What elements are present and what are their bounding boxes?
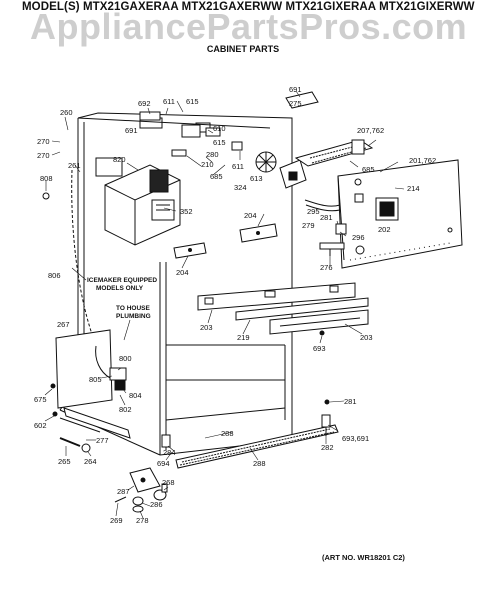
- note-house-line2: PLUMBING: [116, 313, 151, 320]
- label-214: 214: [407, 184, 420, 193]
- label-277: 277: [96, 436, 109, 445]
- label-282: 282: [321, 443, 334, 452]
- label-268: 268: [162, 478, 175, 487]
- label-203: 203: [200, 323, 213, 332]
- label-210: 210: [201, 160, 214, 169]
- label-267: 267: [57, 320, 70, 329]
- leader-lines: [44, 90, 405, 519]
- label-615-b: 615: [213, 138, 226, 147]
- label-201-762: 201,762: [409, 156, 436, 165]
- label-685-b: 685: [210, 172, 223, 181]
- label-270: 270: [37, 137, 50, 146]
- icemaker-assembly: [95, 157, 181, 246]
- label-808: 808: [40, 174, 53, 183]
- section-title: CABINET PARTS: [206, 44, 280, 54]
- label-219: 219: [237, 333, 250, 342]
- control-panel: [304, 159, 463, 269]
- label-265: 265: [58, 457, 71, 466]
- label-279: 279: [302, 221, 315, 230]
- label-270-b: 270: [37, 151, 50, 160]
- diagram-header: AppliancePartsPros.com MODEL(S) MTX21GAX…: [0, 0, 486, 62]
- label-287: 287: [117, 487, 130, 496]
- label-613: 613: [250, 174, 263, 183]
- label-288: 288: [221, 429, 234, 438]
- label-806: 806: [48, 271, 61, 280]
- label-286: 286: [150, 500, 163, 509]
- rails-203-219: [197, 282, 369, 335]
- watermark: AppliancePartsPros.com: [30, 6, 468, 47]
- label-261: 261: [68, 161, 81, 170]
- label-207-762: 207,762: [357, 126, 384, 135]
- label-820: 820: [113, 155, 126, 164]
- label-692: 692: [138, 99, 151, 108]
- bottom-parts: [42, 192, 339, 513]
- top-parts: [139, 91, 374, 189]
- note-icemaker-line2: MODELS ONLY: [96, 285, 144, 292]
- label-202: 202: [378, 225, 391, 234]
- label-804: 804: [129, 391, 142, 400]
- label-800: 800: [119, 354, 132, 363]
- label-691-b: 691: [125, 126, 138, 135]
- label-693: 693: [313, 344, 326, 353]
- note-icemaker-line1: ICEMAKER EQUIPPED: [87, 277, 157, 284]
- label-352: 352: [180, 207, 193, 216]
- label-296: 296: [352, 233, 365, 242]
- label-269: 269: [110, 516, 123, 525]
- label-281-b: 281: [344, 397, 357, 406]
- label-204-b: 204: [176, 268, 189, 277]
- notes: ICEMAKER EQUIPPED MODELS ONLY TO HOUSE P…: [87, 277, 157, 320]
- liner-panel: [55, 329, 127, 409]
- label-691: 691: [289, 85, 302, 94]
- bracket-204: [173, 223, 278, 259]
- note-house-line1: TO HOUSE: [116, 305, 150, 312]
- label-260: 260: [60, 108, 73, 117]
- label-602: 602: [34, 421, 47, 430]
- label-324: 324: [234, 183, 247, 192]
- label-611: 611: [163, 97, 175, 106]
- cabinet-body: [59, 112, 293, 456]
- label-694: 694: [157, 459, 170, 468]
- label-693-691: 693,691: [342, 434, 369, 443]
- label-278: 278: [136, 516, 149, 525]
- label-805: 805: [89, 375, 102, 384]
- label-264: 264: [84, 457, 97, 466]
- label-610: 610: [213, 124, 226, 133]
- label-288-b: 288: [253, 459, 266, 468]
- label-615: 615: [186, 97, 199, 106]
- label-284: 284: [163, 448, 176, 457]
- part-labels: 691 275 692 611 615 691 610 280 615 210 …: [34, 85, 436, 525]
- label-280: 280: [206, 150, 219, 159]
- label-295: 295: [307, 207, 320, 216]
- label-611-b: 611: [232, 162, 244, 171]
- label-203-b: 203: [360, 333, 373, 342]
- label-685: 685: [362, 165, 375, 174]
- label-204: 204: [244, 211, 257, 220]
- model-list: MODEL(S) MTX21GAXERAA MTX21GAXERWW MTX21…: [22, 1, 475, 13]
- art-number: (ART NO. WR18201 C2): [322, 553, 405, 562]
- label-276: 276: [320, 263, 333, 272]
- label-281: 281: [320, 213, 333, 222]
- label-675: 675: [34, 395, 47, 404]
- label-275: 275: [289, 99, 302, 108]
- note-arrows: [71, 267, 131, 341]
- label-802: 802: [119, 405, 132, 414]
